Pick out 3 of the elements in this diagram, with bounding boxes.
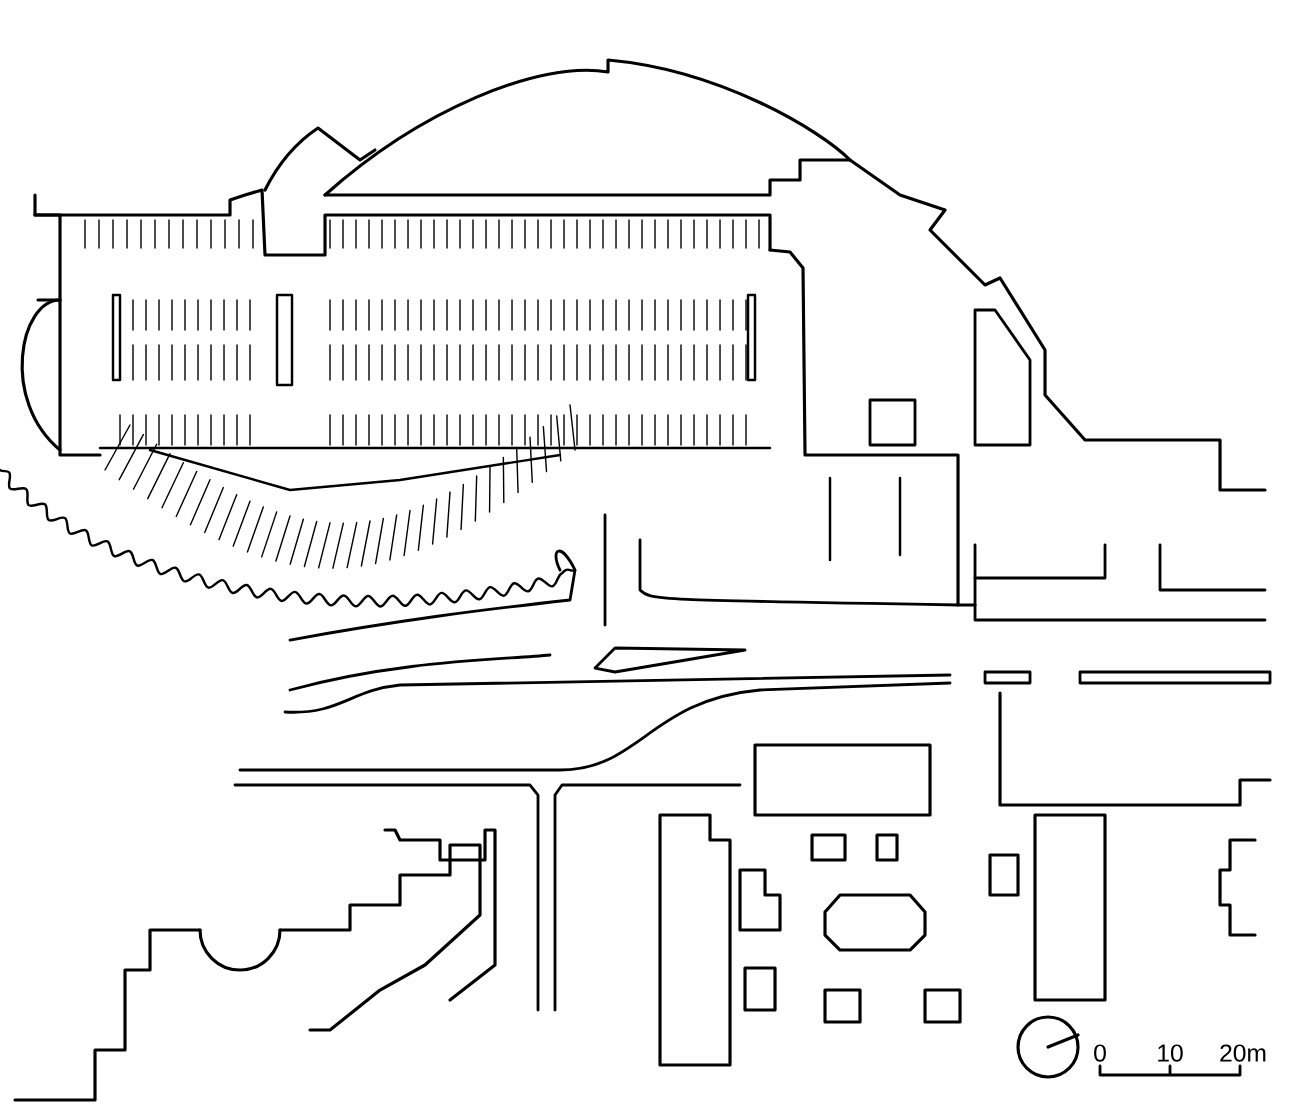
scale-label: 10 bbox=[1158, 1044, 1183, 1062]
scale-label: 0 bbox=[1094, 1044, 1106, 1062]
scale-label: 20m bbox=[1220, 1044, 1266, 1062]
